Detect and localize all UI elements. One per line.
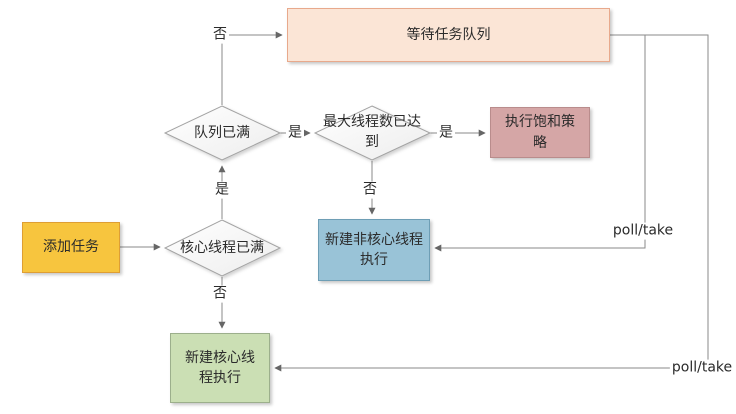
node-add-task: 添加任务 [22, 222, 120, 273]
edge-label-poll-take-noncore: poll/take [610, 222, 676, 240]
edge-label-queue-full-no: 否 [211, 26, 229, 44]
node-saturation-policy: 执行饱和策略 [490, 107, 590, 158]
edge-poll-take-to-non-core [434, 34, 646, 252]
decision-queue-full-shape [163, 105, 282, 161]
edge-label-max-threads-yes: 是 [437, 124, 455, 142]
edge-label-poll-take-core: poll/take [669, 359, 735, 377]
edge-queue-full-no-to-wait-queue [221, 31, 283, 105]
decision-max-threads-shape [313, 105, 432, 161]
edge-label-core-full-yes: 是 [213, 181, 231, 199]
node-new-non-core-thread: 新建非核心线程执行 [318, 219, 430, 281]
edge-poll-take-to-core-exec [274, 34, 709, 372]
decision-core-full-shape [163, 219, 282, 277]
edge-label-max-threads-no: 否 [361, 181, 379, 199]
node-new-core-thread: 新建核心线程执行 [170, 333, 270, 403]
edge-label-queue-full-yes: 是 [286, 124, 304, 142]
edge-label-core-full-no: 否 [211, 285, 229, 303]
node-wait-task-queue: 等待任务队列 [287, 8, 610, 62]
